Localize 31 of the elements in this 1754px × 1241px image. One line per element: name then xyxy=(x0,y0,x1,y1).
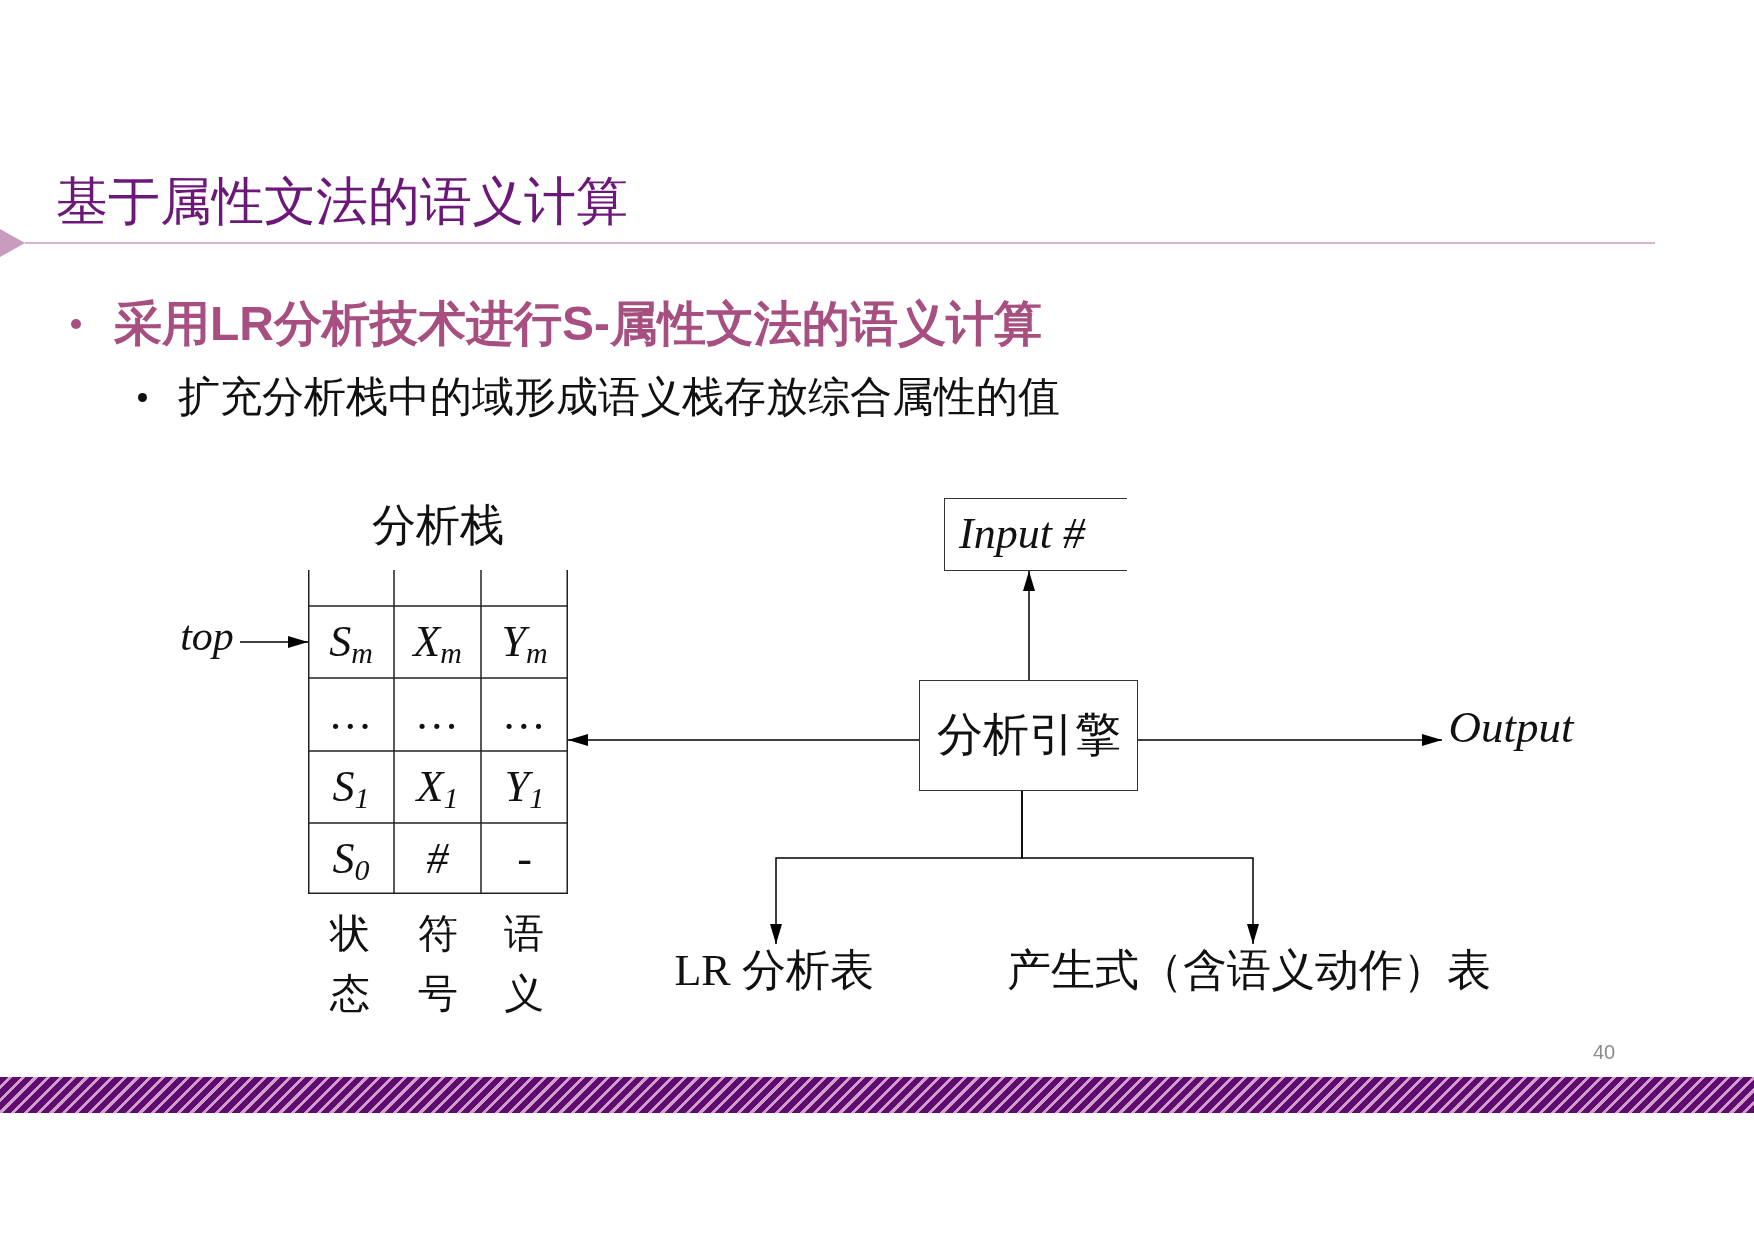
column-label: 符号 xyxy=(417,910,459,1018)
grammar-symbol: X$_{1}$ xyxy=(416,762,459,812)
ellipsis: … xyxy=(417,690,458,739)
state-symbol: S$_{0}$ xyxy=(332,834,370,883)
bullet-text: 扩充分析栈中的域形成语义栈存放综合属性的值 xyxy=(178,372,1060,422)
arrow xyxy=(1021,790,1259,945)
page-number: 40 xyxy=(1593,1040,1616,1064)
table-label: 产生式（含语义动作）表 xyxy=(994,944,1504,998)
output-label: Output xyxy=(1442,702,1580,754)
ellipsis: … xyxy=(331,690,371,739)
subheading: 采用LR分析技术进行S-属性文法的语义计算 xyxy=(114,296,1042,352)
dash-mark: - xyxy=(517,834,532,883)
stack-title: 分析栈 xyxy=(372,500,504,552)
state-symbol: S$_{1}$ xyxy=(332,762,370,812)
process-box: 分析引擎 xyxy=(919,680,1138,791)
column-label: 语义 xyxy=(503,910,545,1018)
column-label: 状态 xyxy=(329,910,371,1018)
arrow xyxy=(239,636,309,648)
arrow xyxy=(1023,570,1035,681)
end-marker: # xyxy=(426,834,449,883)
semantic-value: Y$_{1}$ xyxy=(504,762,545,812)
arrow xyxy=(1137,734,1443,746)
grammar-symbol: X$_{m}$ xyxy=(413,617,462,667)
slide-title: 基于属性文法的语义计算 xyxy=(56,171,628,231)
semantic-value: Y$_{m}$ xyxy=(501,617,548,667)
input-box: Input # xyxy=(944,498,1127,571)
table-label: LR 分析表 xyxy=(666,944,882,998)
ellipsis: … xyxy=(504,690,545,739)
arrow xyxy=(567,734,920,746)
state-symbol: S$_{m}$ xyxy=(329,617,373,667)
pointer-label: top xyxy=(174,611,240,661)
